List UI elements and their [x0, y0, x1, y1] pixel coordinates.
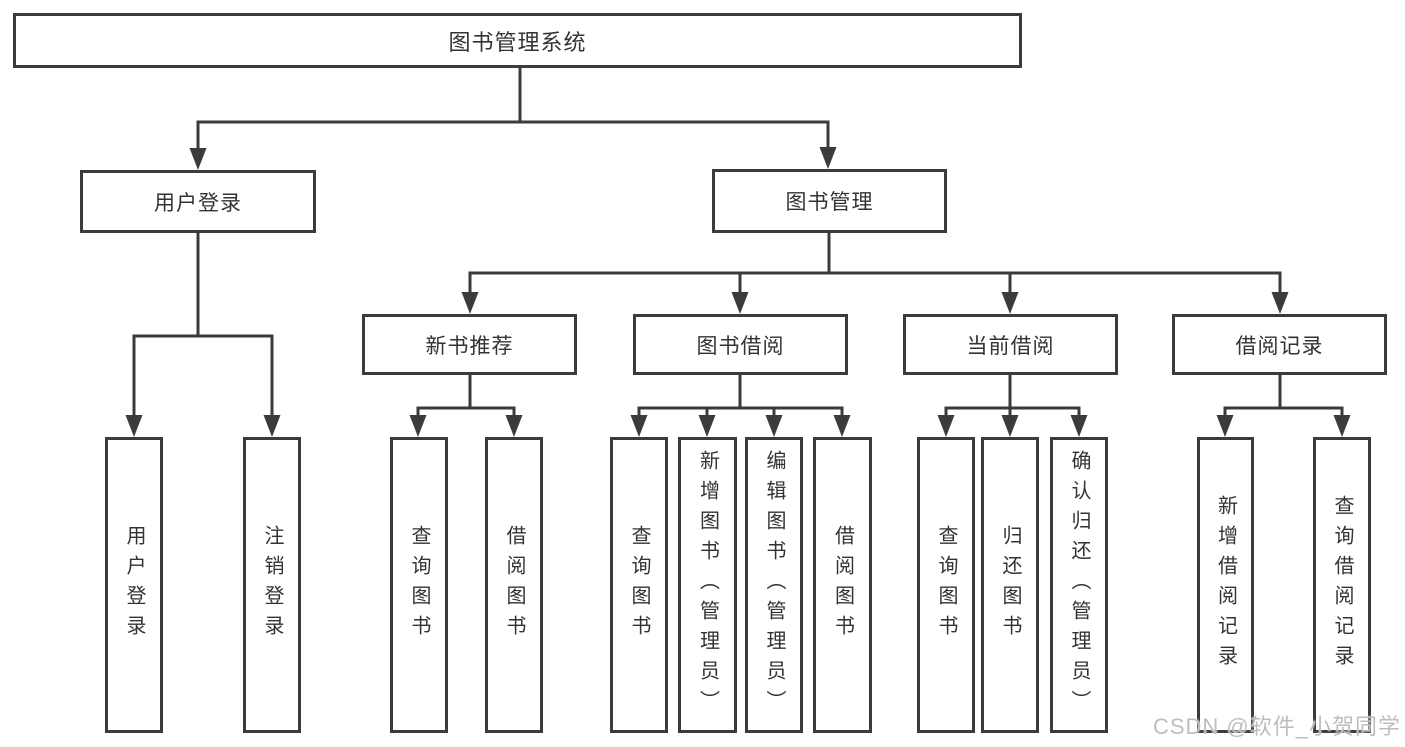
- leaf-query-book-2: 查询图书: [610, 437, 668, 733]
- connector-current-borrow: [944, 373, 1081, 419]
- arrow-icon: [409, 415, 427, 437]
- branch-user-login: 用户登录: [80, 170, 316, 233]
- leaf-label: 注销登录: [261, 525, 283, 645]
- leaf-user-login: 用户登录: [105, 437, 163, 733]
- leaf-label: 归还图书: [999, 525, 1021, 645]
- group-label: 借阅记录: [1235, 334, 1324, 358]
- group-borrow-records: 借阅记录: [1172, 314, 1387, 375]
- arrow-icon: [1333, 415, 1351, 437]
- leaf-label: 查询图书: [628, 525, 650, 645]
- connector-new-book: [416, 373, 516, 419]
- group-label: 当前借阅: [966, 334, 1055, 358]
- leaf-label: 查询借阅记录: [1331, 495, 1353, 675]
- connector-book-borrow: [637, 373, 844, 419]
- connector-borrow-records: [1223, 373, 1344, 419]
- leaf-borrow-book-2: 借阅图书: [813, 437, 872, 733]
- connector-user-login: [132, 231, 274, 419]
- leaf-borrow-book-1: 借阅图书: [485, 437, 543, 733]
- group-current-borrow: 当前借阅: [903, 314, 1118, 375]
- arrow-icon: [505, 415, 523, 437]
- leaf-add-book-admin: 新增图书（管理员）: [678, 437, 737, 733]
- leaf-label: 借阅图书: [831, 525, 854, 645]
- leaf-query-book-3: 查询图书: [917, 437, 975, 733]
- arrow-icon: [125, 415, 143, 437]
- arrow-icon: [833, 415, 851, 437]
- root-label: 图书管理系统: [448, 29, 587, 55]
- watermark: CSDN @软件_小贺同学: [1152, 714, 1401, 739]
- leaf-confirm-return-admin: 确认归还（管理员）: [1050, 437, 1108, 733]
- connector-root: [196, 66, 830, 152]
- group-label: 新书推荐: [425, 334, 514, 358]
- leaf-query-borrow-record: 查询借阅记录: [1313, 437, 1371, 733]
- arrow-icon: [1271, 292, 1289, 314]
- root-node: 图书管理系统: [13, 13, 1022, 68]
- arrow-icon: [461, 292, 479, 314]
- group-label: 图书借阅: [696, 334, 785, 358]
- leaf-label: 新增图书（管理员）: [696, 450, 719, 720]
- branch-label: 图书管理: [785, 191, 874, 214]
- arrow-icon: [698, 415, 716, 437]
- group-book-borrow: 图书借阅: [633, 314, 848, 375]
- arrow-icon: [630, 415, 648, 437]
- leaf-edit-book-admin: 编辑图书（管理员）: [745, 437, 803, 733]
- group-new-book-recommend: 新书推荐: [362, 314, 577, 375]
- leaf-return-book: 归还图书: [981, 437, 1039, 733]
- arrow-icon: [731, 292, 749, 314]
- leaf-label: 确认归还（管理员）: [1068, 450, 1090, 720]
- arrow-icon: [1070, 415, 1088, 437]
- branch-label: 用户登录: [154, 191, 242, 215]
- leaf-label: 用户登录: [123, 525, 145, 645]
- leaf-query-book-1: 查询图书: [390, 437, 448, 733]
- leaf-label: 查询图书: [408, 525, 430, 645]
- leaf-label: 查询图书: [935, 525, 957, 645]
- arrow-icon: [263, 415, 281, 437]
- leaf-logout: 注销登录: [243, 437, 301, 733]
- leaf-label: 编辑图书（管理员）: [763, 450, 785, 720]
- arrow-icon: [819, 147, 837, 169]
- leaf-label: 新增借阅记录: [1214, 495, 1237, 675]
- arrow-icon: [765, 415, 783, 437]
- leaf-label: 借阅图书: [503, 525, 525, 645]
- arrow-icon: [937, 415, 955, 437]
- branch-book-management: 图书管理: [712, 169, 947, 233]
- arrow-icon: [189, 148, 207, 170]
- leaf-add-borrow-record: 新增借阅记录: [1197, 437, 1254, 733]
- arrow-icon: [1216, 415, 1234, 437]
- arrow-icon: [1001, 292, 1019, 314]
- connector-book-management: [468, 231, 1282, 296]
- arrow-icon: [1001, 415, 1019, 437]
